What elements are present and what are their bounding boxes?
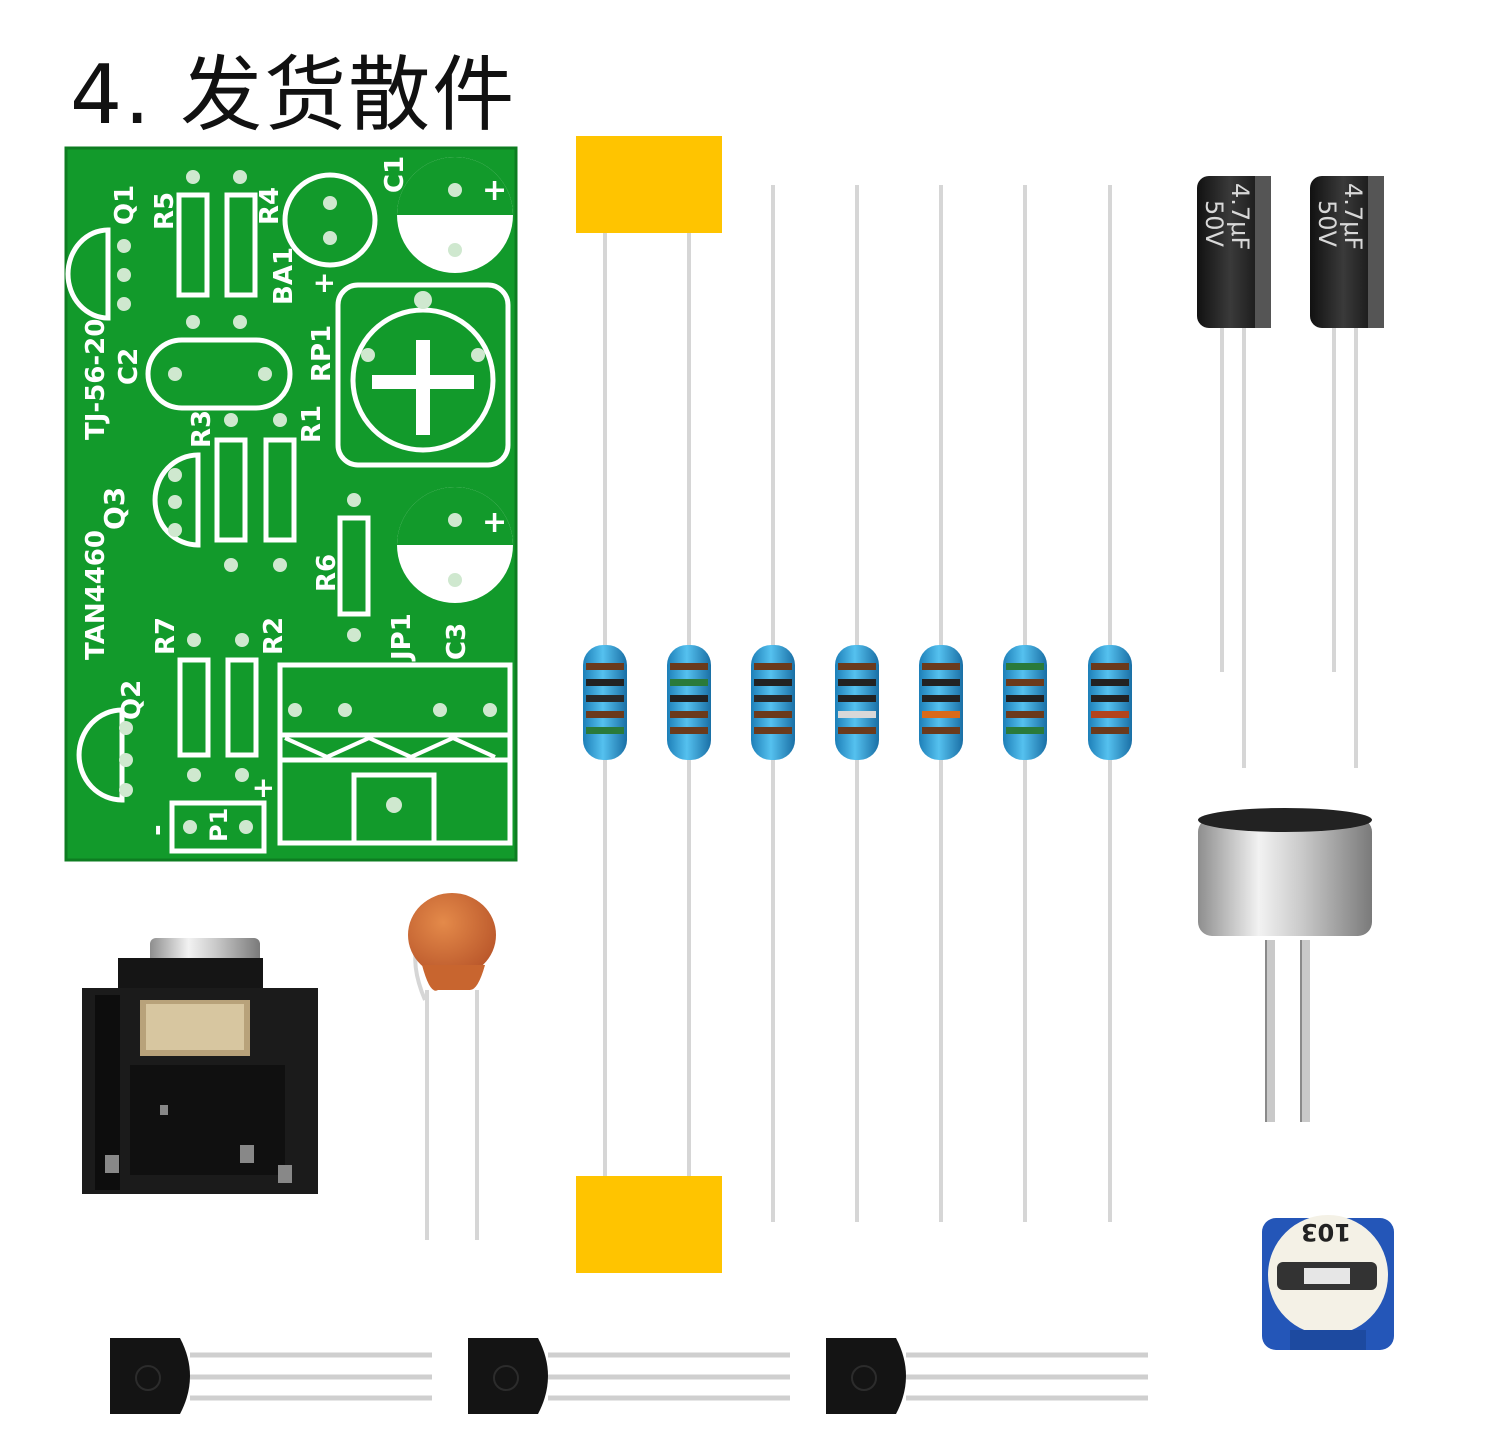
resistor-band	[754, 695, 792, 702]
pcb-label-q3: Q3	[98, 487, 131, 530]
pcb-label-q1: Q1	[110, 185, 140, 225]
cap2-value: 4.7μF	[1339, 183, 1367, 250]
resistor-band	[754, 711, 792, 718]
electrolytic-cap-2: 4.7μF 50V	[1310, 176, 1384, 768]
pcb-label-r3: R3	[187, 410, 217, 448]
resistors	[583, 185, 1132, 1222]
pcb-label-c2: C2	[114, 348, 144, 385]
electret-microphone	[1198, 808, 1372, 1122]
resistor-band	[838, 711, 876, 718]
pcb-label-model: TJ-56-20	[81, 319, 111, 440]
tape-bottom	[576, 1176, 722, 1273]
resistor-band	[670, 695, 708, 702]
pcb-label-r6: R6	[312, 554, 342, 592]
pcb-plus-p1: +	[246, 777, 279, 800]
resistor-band	[838, 679, 876, 686]
resistor-tape	[576, 136, 722, 1273]
resistor-band	[754, 663, 792, 670]
resistor-band	[922, 663, 960, 670]
resistor-band	[922, 679, 960, 686]
pcb-label-jp1: JP1	[387, 613, 417, 662]
pcb-q1-footprint	[65, 227, 111, 321]
resistor-band	[838, 727, 876, 734]
pcb-minus: -	[140, 824, 173, 836]
cap1-voltage: 50V	[1200, 200, 1228, 248]
resistor-body	[667, 645, 711, 760]
resistor-band	[1006, 663, 1044, 670]
resistor-band	[1006, 695, 1044, 702]
transistors	[110, 1338, 1148, 1414]
resistor-band	[838, 663, 876, 670]
pcb-plus-c3: +	[482, 505, 507, 540]
resistor-band	[1006, 679, 1044, 686]
pcb-label-c1: C1	[380, 156, 410, 193]
resistor-band	[1091, 711, 1129, 718]
resistor-body	[1088, 645, 1132, 760]
resistor-body	[751, 645, 795, 760]
resistor-band	[922, 727, 960, 734]
pcb-label-tan4460: TAN4460	[81, 530, 111, 660]
pcb-label-q2: Q2	[117, 680, 147, 720]
transistor-marking	[135, 1365, 161, 1391]
trimmer-potentiometer: 103	[1262, 1215, 1394, 1350]
resistor-band	[670, 679, 708, 686]
pcb-plus-ba1: +	[307, 272, 340, 295]
resistor-body	[919, 645, 963, 760]
resistor-band	[586, 679, 624, 686]
resistor-band	[670, 663, 708, 670]
resistor-band	[922, 695, 960, 702]
resistor-band	[1091, 727, 1129, 734]
transistor-body	[826, 1338, 906, 1414]
page-title: 4. 发货散件	[70, 48, 517, 143]
pcb-label-r4: R4	[255, 187, 285, 225]
resistor-band	[586, 663, 624, 670]
tape-top	[576, 136, 722, 233]
transistor-body	[110, 1338, 190, 1414]
trimmer-code: 103	[1301, 1218, 1351, 1246]
transistor-body	[468, 1338, 548, 1414]
transistor-marking	[851, 1365, 877, 1391]
pcb-label-p1: P1	[205, 808, 233, 842]
resistor-band	[922, 711, 960, 718]
resistor-band	[1091, 663, 1129, 670]
pcb-label-rp1: RP1	[307, 325, 337, 382]
resistor-body	[583, 645, 627, 760]
pcb-label-ba1: BA1	[269, 247, 299, 305]
ceramic-capacitor	[408, 893, 496, 1240]
pcb-label-r5: R5	[150, 192, 180, 230]
resistor-band	[670, 711, 708, 718]
cap1-value: 4.7μF	[1226, 183, 1254, 250]
electrolytic-cap-1: 4.7μF 50V	[1197, 176, 1271, 768]
resistor-band	[586, 711, 624, 718]
resistor-band	[754, 679, 792, 686]
resistor-band	[586, 727, 624, 734]
resistor-body	[1003, 645, 1047, 760]
audio-jack	[82, 938, 318, 1194]
resistor-band	[1006, 727, 1044, 734]
transistor-marking	[493, 1365, 519, 1391]
resistor-band	[1006, 711, 1044, 718]
resistor-band	[1091, 695, 1129, 702]
resistor-band	[838, 695, 876, 702]
cap2-voltage: 50V	[1313, 200, 1341, 248]
resistor-band	[1091, 679, 1129, 686]
pcb-label-c3: C3	[442, 623, 472, 660]
pcb-label-r2: R2	[259, 617, 289, 655]
resistor-band	[586, 695, 624, 702]
pcb-label-r1: R1	[297, 405, 327, 443]
resistor-band	[754, 727, 792, 734]
pcb-label-r7: R7	[151, 617, 181, 655]
pcb-board: + +	[64, 146, 518, 862]
resistor-body	[835, 645, 879, 760]
pcb-plus-c1: +	[482, 173, 507, 208]
resistor-band	[670, 727, 708, 734]
